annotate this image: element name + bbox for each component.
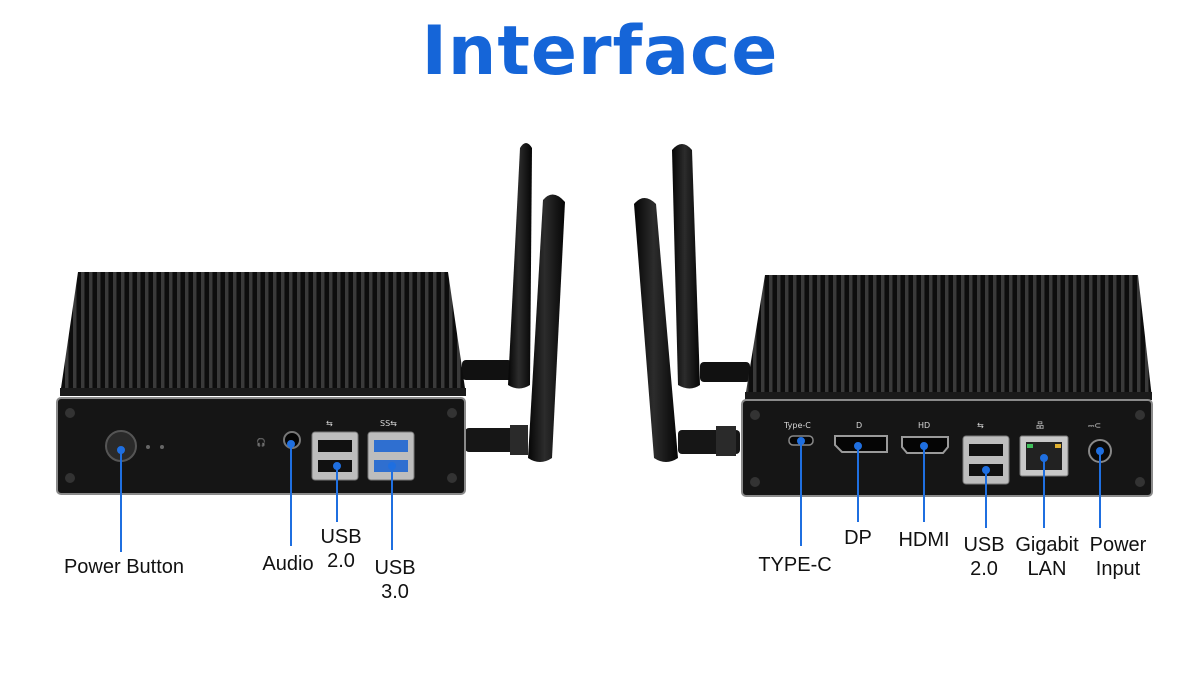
- label-dp: DP: [844, 527, 872, 549]
- callout-dp: [854, 442, 862, 522]
- left-antenna-lower: [465, 194, 565, 462]
- callout-usb30: [388, 462, 396, 550]
- svg-text:🎧: 🎧: [256, 437, 266, 447]
- left-device: 🎧 ⇆ SS⇆: [56, 143, 565, 495]
- left-usb20-ports: ⇆: [311, 419, 359, 481]
- right-antenna-lower: [634, 198, 740, 462]
- callout-right-usb20: [982, 466, 990, 528]
- callout-power-input: [1096, 447, 1104, 528]
- svg-text:品: 品: [1036, 421, 1044, 430]
- svg-text:SS⇆: SS⇆: [380, 419, 397, 428]
- label-power-button: Power Button: [63, 556, 185, 578]
- left-front-panel: [56, 397, 466, 495]
- label-power-input: Power Input: [1089, 534, 1147, 580]
- lan-port: 品: [1019, 421, 1069, 477]
- left-antenna-upper: [462, 143, 532, 389]
- label-right-usb20: USB 2.0: [963, 534, 1005, 580]
- usb30-ports: SS⇆: [367, 419, 415, 481]
- svg-text:D: D: [856, 421, 862, 430]
- hd-marking: HD: [918, 421, 930, 430]
- label-type-c: TYPE-C: [758, 554, 832, 576]
- callout-audio: [287, 440, 295, 546]
- svg-text:⎓⊂: ⎓⊂: [1088, 421, 1101, 430]
- callout-left-usb20: [333, 462, 341, 522]
- label-hdmi: HDMI: [898, 529, 950, 551]
- svg-text:⇆: ⇆: [977, 421, 984, 430]
- right-heatsink-fins: [745, 275, 1152, 400]
- right-antenna-upper: [672, 144, 750, 389]
- label-lan: Gigabit LAN: [1015, 534, 1079, 580]
- callout-lines: [117, 437, 1104, 552]
- type-c-marking: Type-C: [783, 421, 811, 430]
- right-device: Type-C D HD ⇆ 品 ⎓⊂: [634, 144, 1153, 497]
- callout-type-c: [797, 437, 805, 546]
- label-left-usb20: USB 2.0: [320, 526, 362, 572]
- left-heatsink-fins: [60, 272, 466, 396]
- page-title: Interface: [421, 12, 779, 91]
- callout-lan: [1040, 454, 1048, 528]
- svg-text:⇆: ⇆: [326, 419, 333, 428]
- label-usb30: USB 3.0: [374, 557, 416, 603]
- right-usb20-ports: ⇆: [962, 421, 1010, 485]
- label-audio: Audio: [262, 553, 314, 575]
- callout-power-button: [117, 446, 125, 552]
- callout-hdmi: [920, 442, 928, 522]
